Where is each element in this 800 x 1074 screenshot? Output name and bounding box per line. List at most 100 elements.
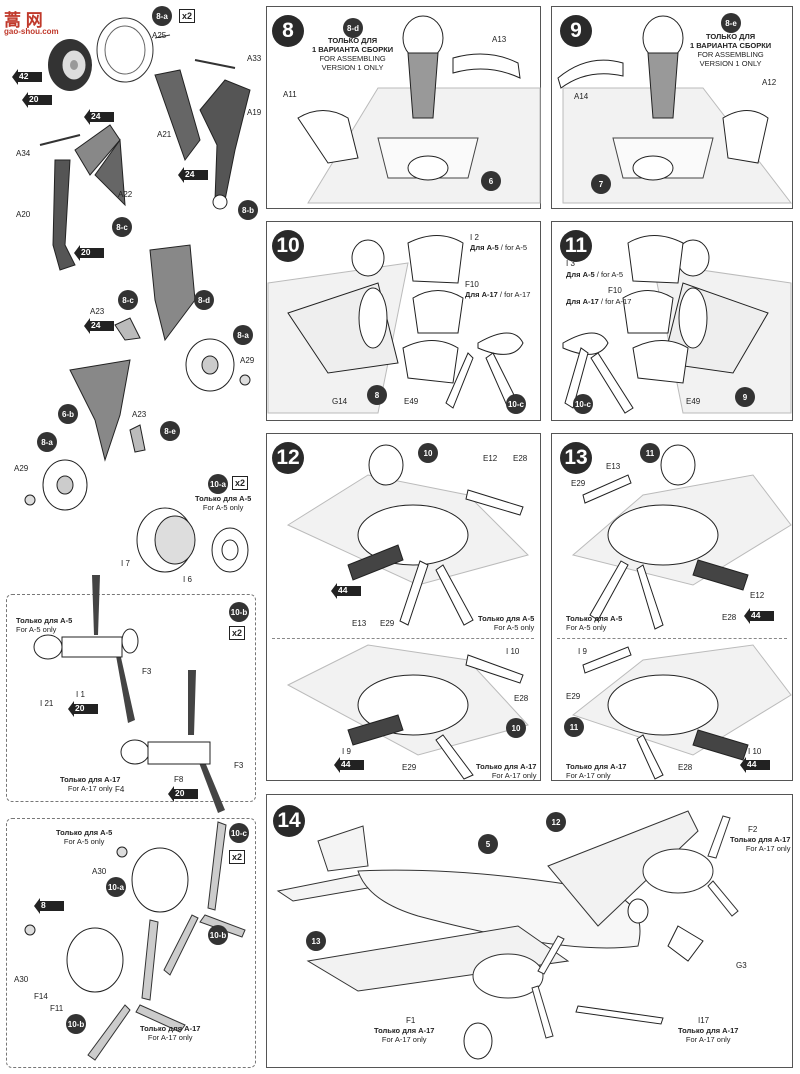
multiplier-x2: x2 xyxy=(179,9,196,23)
part-a14-label: A14 xyxy=(574,92,589,101)
step-12-a17-ru: Только для А-17 xyxy=(476,762,537,771)
sub-10a-badge: 10-a xyxy=(208,474,228,494)
part-i10-label-b: I 10 xyxy=(748,747,762,756)
part-e49-label-b: E49 xyxy=(686,397,701,406)
part-a33-label: A33 xyxy=(247,54,262,63)
sub-8c-badge: 8-c xyxy=(112,217,132,237)
note-10b-a17-ru: Только для А-17 xyxy=(60,775,121,784)
step-11-i3-slash: / xyxy=(596,270,599,279)
step-10-i2-en: for A-5 xyxy=(504,243,528,252)
part-a21-label: A21 xyxy=(157,130,172,139)
part-a23-label-b: A23 xyxy=(132,410,147,419)
sub-8b-badge: 8-b xyxy=(238,200,258,220)
part-i1-label: I 1 xyxy=(76,690,85,699)
wheel-assembly-drawing xyxy=(48,17,171,91)
ref-13-badge: 13 xyxy=(306,931,326,951)
step-11-i3-note: Для А-5 / for A-5 xyxy=(566,270,623,279)
step-11-f10-note: Для А-17 / for A-17 xyxy=(566,297,631,306)
step-14-number: 14 xyxy=(273,805,305,837)
step-9-note-en2: VERSION 1 ONLY xyxy=(699,59,762,68)
paint-44-label-b: 44 xyxy=(341,759,351,769)
sub-10c-badge: 10-c xyxy=(229,823,249,843)
part-a19-label: A19 xyxy=(247,108,262,117)
step-10-i2-slash: / xyxy=(500,243,503,252)
part-i10-label: I 10 xyxy=(506,647,520,656)
part-e28-label-c: E28 xyxy=(722,613,737,622)
part-a13-label: A13 xyxy=(492,35,507,44)
step-13-a17-ru: Только для А-17 xyxy=(566,762,627,771)
step-8-number: 8 xyxy=(272,15,304,47)
sub-8e-badge: 8-e xyxy=(160,421,180,441)
part-i21-label: I 21 xyxy=(40,699,54,708)
paint-44-marker-b: 44 xyxy=(334,757,364,773)
part-e29-label-c: E29 xyxy=(571,479,586,488)
note-10a-a5-ru: Только для А-5 xyxy=(195,494,252,503)
step-13-a17-en: For A-17 only xyxy=(566,771,611,780)
paint-20-label-b: 20 xyxy=(81,247,91,257)
step-10-f10-slash: / xyxy=(499,290,503,299)
panel-10b xyxy=(6,594,256,802)
ref-12-badge: 12 xyxy=(546,812,566,832)
step-8-note-ru2: 1 ВАРИАНТА СБОРКИ xyxy=(312,45,394,54)
ref-10-badge: 10 xyxy=(418,443,438,463)
gear-8c-drawing xyxy=(114,244,251,392)
step-8-note-ru1: ТОЛЬКО ДЛЯ xyxy=(327,36,378,45)
paint-44-label-d: 44 xyxy=(747,759,757,769)
paint-20-marker: 20 xyxy=(22,92,52,108)
step-11-drawing xyxy=(562,235,792,414)
part-f10-label-b: F10 xyxy=(608,286,622,295)
part-e28-label-b: E28 xyxy=(514,694,529,703)
step-13-number: 13 xyxy=(560,442,592,474)
ref-8-badge: 8 xyxy=(367,385,387,405)
paint-24-marker-a: 24 xyxy=(178,167,208,183)
part-e28-label: E28 xyxy=(513,454,528,463)
part-f2-label: F2 xyxy=(748,825,758,834)
paint-20-label-c: 20 xyxy=(75,703,85,713)
step-11-f10-en: for A-17 xyxy=(605,297,632,306)
part-e12-label: E12 xyxy=(483,454,498,463)
step-11-number: 11 xyxy=(560,230,592,262)
step-13-a5-en: For A-5 only xyxy=(566,623,607,632)
part-i2-label: I 2 xyxy=(470,233,479,242)
sub-10b-badge-b: 10-b xyxy=(208,925,228,945)
step-8-note-en1: FOR ASSEMBLING xyxy=(319,54,386,63)
paint-44-label-a: 44 xyxy=(338,585,348,595)
note-10c-a17-en: For A-17 only xyxy=(147,1033,193,1042)
step-10-f10-ru: Для А-17 xyxy=(465,290,498,299)
part-e13-label: E13 xyxy=(352,619,367,628)
multiplier-x2-10c: x2 xyxy=(229,850,246,864)
step-13-a5-ru: Только для А-5 xyxy=(566,614,623,623)
part-a30-label: A30 xyxy=(92,867,107,876)
step-10-drawing xyxy=(267,235,524,414)
step-9-note-ru1: ТОЛЬКО ДЛЯ xyxy=(705,32,756,41)
part-f3-label-b: F3 xyxy=(234,761,244,770)
part-g3-label: G3 xyxy=(736,961,747,970)
landing-gear-leg-drawing xyxy=(154,59,251,210)
part-e29-label-d: E29 xyxy=(566,692,581,701)
part-e29-label: E29 xyxy=(380,619,395,628)
propeller-a17-drawing xyxy=(120,670,225,813)
paint-44-marker-c: 44 xyxy=(744,608,774,624)
step-14-f1-en: For A-17 only xyxy=(381,1035,427,1044)
sub-8d-badge-step8: 8-d xyxy=(343,18,363,38)
ref-9-badge: 9 xyxy=(735,387,755,407)
spinner-10a-drawing xyxy=(136,507,249,573)
part-i7-label: I 7 xyxy=(121,559,130,568)
sub-8a-badge-b: 8-a xyxy=(233,325,253,345)
paint-20-marker-d: 20 xyxy=(168,786,198,802)
part-f11-label: F11 xyxy=(50,1004,64,1013)
sub-8a-badge: 8-a xyxy=(152,6,172,26)
note-10c-a5-en: For A-5 only xyxy=(63,837,105,846)
paint-20-label: 20 xyxy=(29,94,39,104)
step-9-number: 9 xyxy=(560,15,592,47)
step-13-separator xyxy=(557,638,787,639)
part-i17-label: I17 xyxy=(698,1016,710,1025)
